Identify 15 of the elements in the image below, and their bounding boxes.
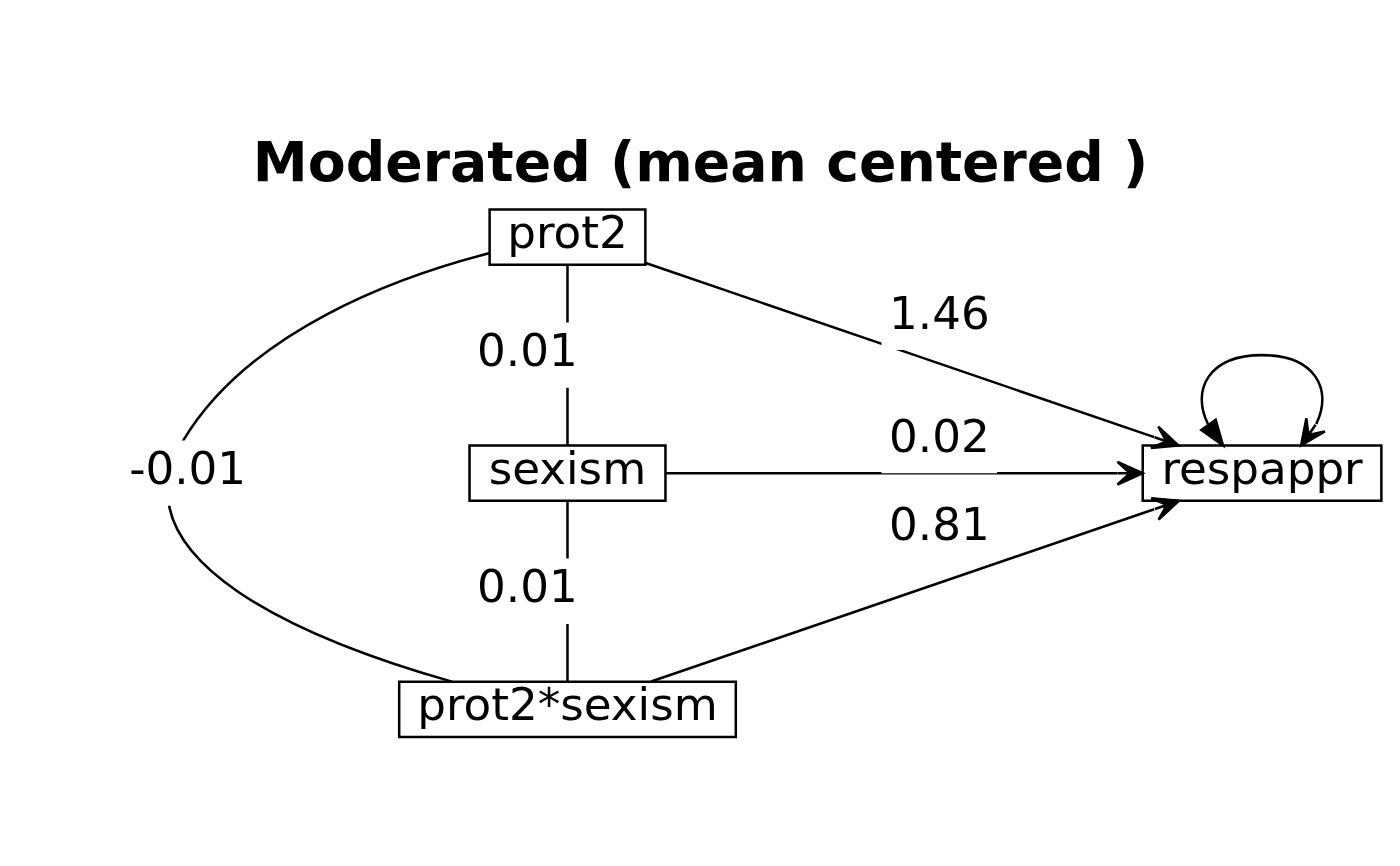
arrow xyxy=(645,261,1180,450)
edge-label: -0.01 xyxy=(129,442,247,496)
node-box: prot2 xyxy=(488,208,647,266)
diagram-title: Moderated (mean centered ) xyxy=(252,129,1149,194)
arrow xyxy=(665,460,1144,486)
node-box: prot2*sexism xyxy=(397,680,738,739)
node-box: sexism xyxy=(468,444,667,503)
edge-label: 0.01 xyxy=(477,324,578,378)
edge-label: 0.81 xyxy=(889,497,990,551)
node-box: respappr xyxy=(1141,444,1383,503)
edge-label: 0.01 xyxy=(477,560,578,614)
arrow xyxy=(1199,353,1327,449)
edge-label: 1.46 xyxy=(889,286,990,340)
connector xyxy=(166,252,490,683)
edge-label: 0.02 xyxy=(889,409,990,463)
